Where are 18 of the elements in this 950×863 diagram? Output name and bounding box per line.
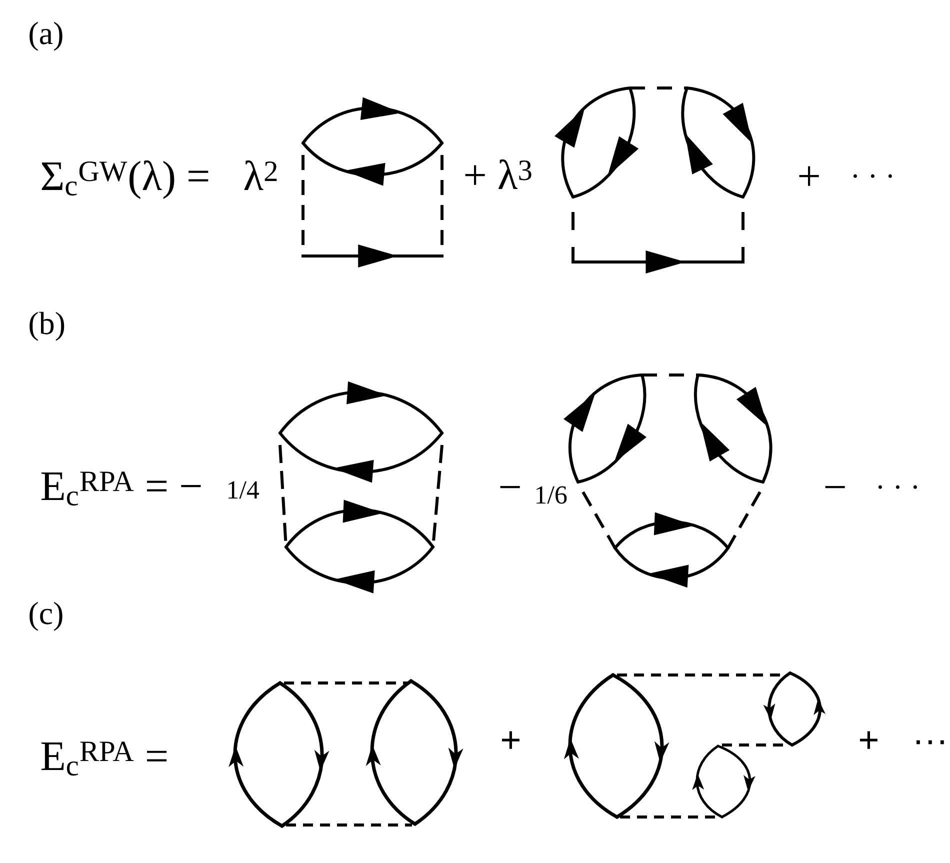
formula: E$_{c}$$^{RPA}$ = − bbox=[41, 472, 201, 506]
formula: E$_{c}$$^{RPA}$ = bbox=[41, 742, 167, 776]
fraction: 1/4 bbox=[228, 481, 260, 499]
minus-sign: − bbox=[500, 486, 520, 488]
ellipsis: · · · bbox=[853, 174, 892, 178]
formula: Σ$_{c}$$^{GW}$(λ) = bbox=[42, 160, 208, 199]
plus-sign: + bbox=[502, 731, 520, 749]
panel-label: (c) bbox=[30, 602, 62, 631]
panel-label: (b) bbox=[30, 312, 64, 341]
minus-sign: − bbox=[825, 486, 845, 488]
coefficient: λ$^{2}$ bbox=[244, 160, 277, 190]
fraction: 1/6 bbox=[536, 486, 567, 504]
ellipsis: · · · bbox=[878, 485, 917, 489]
plus-sign: + bbox=[860, 731, 878, 749]
panel-label: (a) bbox=[30, 22, 62, 51]
coefficient: + λ$^{3}$ bbox=[465, 159, 532, 189]
ellipsis: ··· bbox=[916, 740, 944, 744]
plus-sign: + bbox=[799, 166, 819, 186]
